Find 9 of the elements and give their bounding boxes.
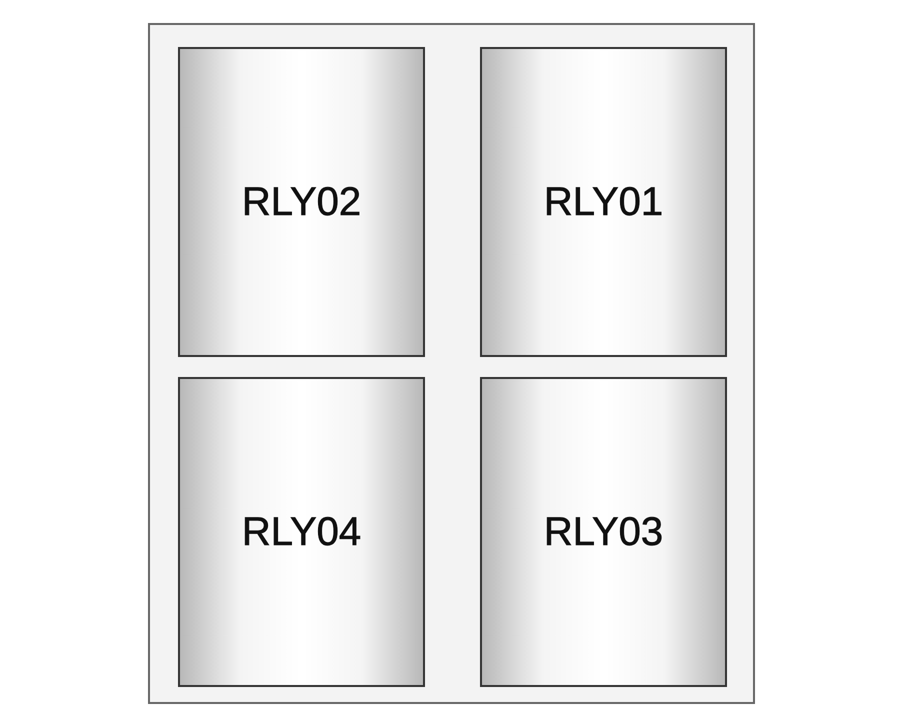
relay-label: RLY02 — [242, 180, 362, 224]
relay-box — [480, 377, 727, 687]
relay-label: RLY03 — [544, 510, 664, 554]
relay-box — [178, 47, 425, 357]
relay-label: RLY04 — [242, 510, 362, 554]
relay-box — [480, 47, 727, 357]
relay-box — [178, 377, 425, 687]
fuse-block-panel — [148, 23, 755, 704]
relay-label: RLY01 — [544, 180, 664, 224]
